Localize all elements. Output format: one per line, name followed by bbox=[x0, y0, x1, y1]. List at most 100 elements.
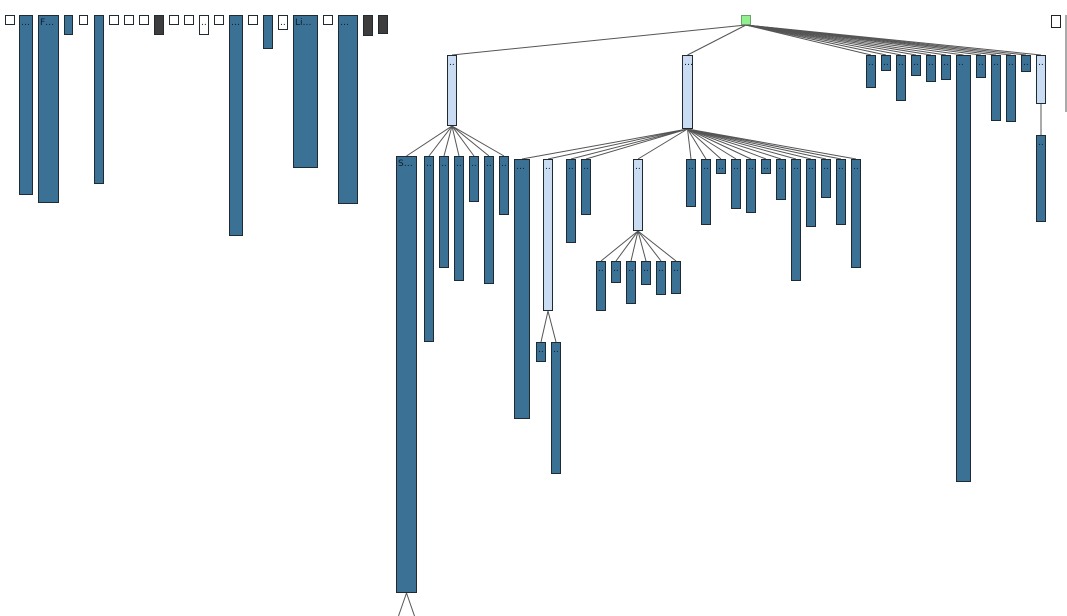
tree-node[interactable]: .. bbox=[991, 55, 1001, 121]
forest-root-node[interactable] bbox=[154, 15, 164, 35]
forest-root-node[interactable]: .. bbox=[278, 15, 288, 30]
tree-node[interactable]: .. bbox=[551, 342, 561, 474]
tree-node-label: .. bbox=[538, 345, 544, 355]
tree-node[interactable]: .. bbox=[976, 55, 986, 78]
tree-edge bbox=[745, 24, 1042, 56]
forest-root-node[interactable] bbox=[378, 15, 388, 34]
tree-node[interactable]: .. bbox=[896, 55, 906, 101]
tree-edge bbox=[406, 592, 415, 616]
tree-node-label: .. bbox=[718, 162, 724, 172]
tree-node[interactable]: .. bbox=[866, 55, 876, 88]
tree-node-label: .. bbox=[913, 58, 919, 68]
tree-node-label: .. bbox=[763, 162, 769, 172]
tree-node[interactable]: .. bbox=[701, 159, 711, 225]
tree-node[interactable]: .. bbox=[626, 261, 636, 304]
tree-node[interactable]: .. bbox=[746, 159, 756, 213]
forest-root-node[interactable] bbox=[94, 15, 104, 184]
forest-root-node[interactable] bbox=[5, 15, 15, 25]
tree-node[interactable]: .. bbox=[956, 55, 971, 482]
tree-edge bbox=[451, 24, 747, 56]
tree-node[interactable]: .. bbox=[881, 55, 891, 71]
forest-root-node[interactable]: F… bbox=[38, 15, 59, 203]
tree-node-label: .. bbox=[1008, 58, 1014, 68]
tree-node[interactable]: .. bbox=[641, 261, 651, 285]
tree-node[interactable]: .. bbox=[499, 156, 509, 215]
forest-root-node[interactable] bbox=[214, 15, 224, 25]
forest-root-node[interactable] bbox=[184, 15, 194, 25]
forest-root-node[interactable] bbox=[248, 15, 258, 25]
tree-node[interactable]: .. bbox=[484, 156, 494, 284]
tree-node[interactable]: .. bbox=[611, 261, 621, 283]
forest-root-node[interactable] bbox=[124, 15, 134, 25]
tree-node[interactable]: .. bbox=[543, 159, 553, 311]
tree-node[interactable]: .. bbox=[656, 261, 666, 295]
tree-node[interactable]: .. bbox=[911, 55, 921, 76]
tree-node-a[interactable]: .. bbox=[447, 55, 457, 126]
tree-node[interactable]: .. bbox=[926, 55, 936, 82]
forest-root-node[interactable] bbox=[109, 15, 119, 25]
tree-edge bbox=[443, 125, 453, 157]
tree-node[interactable]: .. bbox=[806, 159, 816, 227]
tree-node[interactable]: .. bbox=[776, 159, 786, 200]
tree-node-label: .. bbox=[853, 162, 859, 172]
tree-edge bbox=[687, 128, 722, 160]
tree-node[interactable]: .. bbox=[566, 159, 576, 243]
tree-node-label: … bbox=[516, 162, 525, 172]
tree-edge bbox=[570, 128, 688, 160]
forest-root-node[interactable] bbox=[323, 15, 333, 25]
tree-node-label: .. bbox=[883, 58, 889, 68]
tree-edge bbox=[398, 592, 407, 616]
tree-node-label: .. bbox=[471, 159, 477, 169]
tree-node[interactable]: .. bbox=[1036, 135, 1046, 222]
forest-root-node[interactable] bbox=[363, 15, 373, 36]
tree-node-label: .. bbox=[748, 162, 754, 172]
tree-node[interactable]: .. bbox=[536, 342, 546, 362]
tree-node-label: … bbox=[684, 58, 693, 68]
forest-root-node[interactable]: Li… bbox=[293, 15, 318, 168]
tree-node[interactable]: .. bbox=[439, 156, 449, 268]
forest-root-node[interactable] bbox=[64, 15, 73, 35]
tree-node[interactable]: .. bbox=[596, 261, 606, 311]
tree-node[interactable]: .. bbox=[633, 159, 643, 231]
tree-node[interactable]: … bbox=[514, 159, 530, 419]
tree-root-alt-node[interactable] bbox=[1051, 15, 1061, 28]
forest-root-node[interactable] bbox=[169, 15, 179, 25]
tree-node[interactable]: .. bbox=[671, 261, 681, 294]
tree-node[interactable]: .. bbox=[821, 159, 831, 198]
tree-node-b[interactable]: … bbox=[682, 55, 693, 129]
tree-node[interactable]: .. bbox=[761, 159, 771, 174]
forest-root-node[interactable] bbox=[263, 15, 273, 49]
tree-node[interactable]: .. bbox=[851, 159, 861, 268]
tree-node[interactable]: .. bbox=[731, 159, 741, 209]
forest-root-node[interactable] bbox=[79, 15, 88, 25]
tree-node[interactable]: .. bbox=[454, 156, 464, 281]
tree-node[interactable]: .. bbox=[716, 159, 726, 174]
tree-edge bbox=[428, 125, 453, 157]
tree-node[interactable]: S… bbox=[396, 156, 417, 593]
tree-node[interactable]: .. bbox=[941, 55, 951, 80]
tree-edge bbox=[547, 310, 557, 343]
tree-root-node[interactable] bbox=[741, 15, 751, 25]
forest-root-node[interactable]: … bbox=[19, 15, 33, 195]
tree-node[interactable]: .. bbox=[1006, 55, 1016, 122]
forest-root-node[interactable]: .. bbox=[199, 15, 209, 35]
tree-node[interactable]: .. bbox=[581, 159, 591, 215]
tree-node[interactable]: .. bbox=[1036, 55, 1046, 104]
tree-node[interactable]: .. bbox=[836, 159, 846, 225]
forest-root-node[interactable] bbox=[139, 15, 149, 25]
forest-root-node[interactable]: … bbox=[229, 15, 243, 236]
tree-node-label: .. bbox=[635, 162, 641, 172]
tree-node[interactable]: .. bbox=[686, 159, 696, 207]
tree-node[interactable]: .. bbox=[424, 156, 434, 342]
tree-node[interactable]: .. bbox=[791, 159, 801, 281]
tree-edge bbox=[687, 128, 857, 160]
tree-node-label: … bbox=[231, 18, 240, 28]
forest-root-node[interactable]: … bbox=[338, 15, 358, 204]
tree-node[interactable]: .. bbox=[469, 156, 479, 202]
tree-node[interactable]: .. bbox=[1021, 55, 1031, 72]
tree-edge bbox=[521, 128, 688, 160]
tree-node-label: .. bbox=[958, 58, 964, 68]
tree-node-label: .. bbox=[978, 58, 984, 68]
